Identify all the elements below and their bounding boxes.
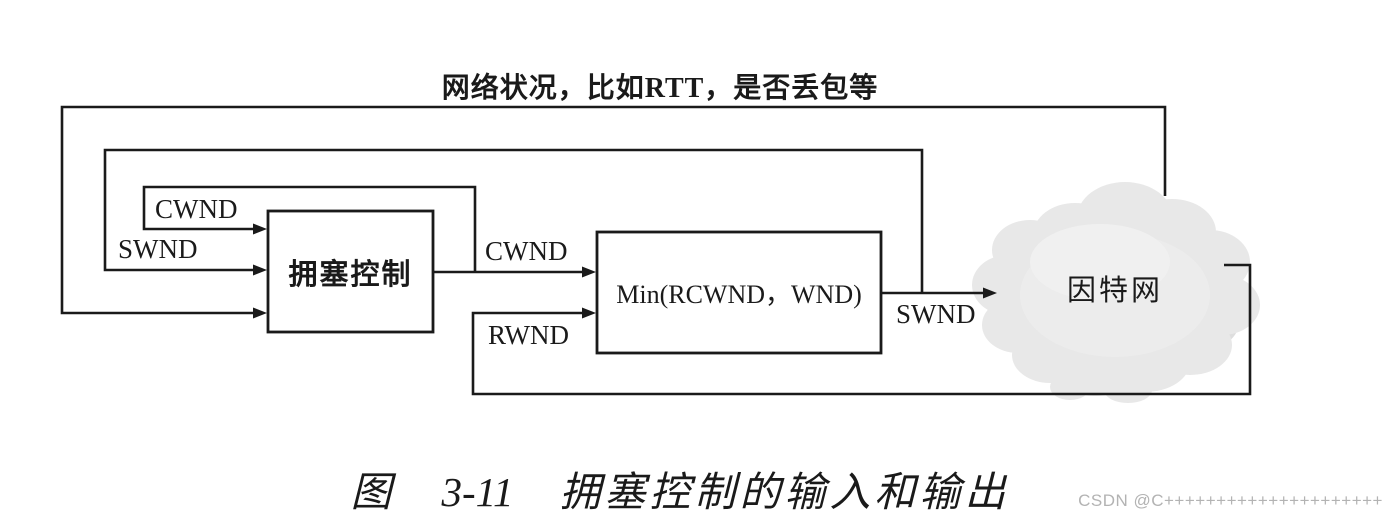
min-function-box-label: Min(RCWND，WND): [616, 280, 862, 309]
figure-caption-word: 图: [350, 469, 396, 515]
rwnd-feedback-line: [471, 263, 1252, 396]
diagram-title: 网络状况，比如RTT，是否丢包等: [441, 73, 879, 104]
label-rwnd-input: RWND: [488, 320, 569, 350]
label-cwnd-feedback: CWND: [155, 194, 238, 224]
figure-caption-text: 拥塞控制的输入和输出: [559, 469, 1010, 515]
label-swnd-feedback: SWND: [118, 234, 198, 264]
label-cwnd-output: CWND: [485, 236, 568, 266]
figure-caption: 图 3-11 拥塞控制的输入和输出: [280, 458, 1080, 518]
figure-caption-number: 3-11: [441, 469, 514, 515]
csdn-watermark: CSDN @C+++++++++++++++++++++: [1078, 491, 1383, 510]
congestion-control-box-label: 拥塞控制: [288, 258, 413, 291]
internet-cloud: [972, 182, 1260, 403]
label-swnd-output: SWND: [896, 299, 976, 329]
network-status-feedback-line: [60, 105, 1167, 319]
cwnd-feedback-line: [142, 185, 477, 272]
min-function-box: [595, 230, 883, 355]
internet-cloud-label: 因特网: [1066, 275, 1163, 307]
swnd-feedback-line: [103, 148, 924, 293]
congestion-control-box: [266, 209, 435, 334]
